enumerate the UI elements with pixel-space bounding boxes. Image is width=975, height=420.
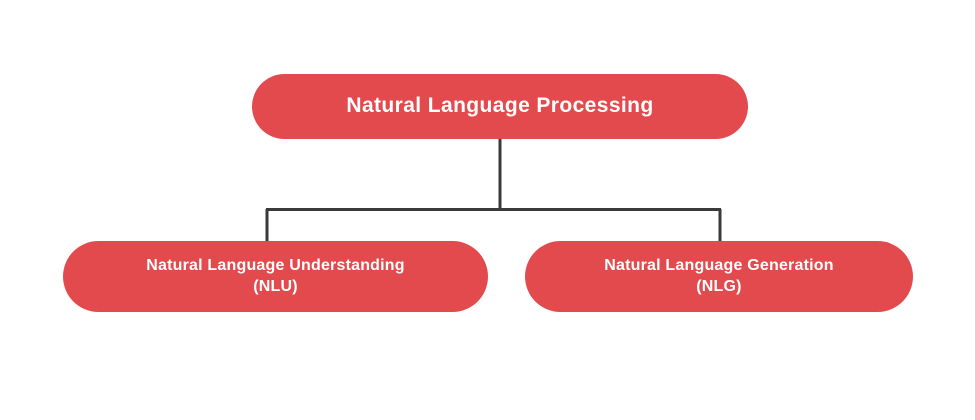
node-nlu-label: Natural Language Understanding (NLU): [146, 256, 404, 297]
node-natural-language-understanding[interactable]: Natural Language Understanding (NLU): [63, 241, 488, 312]
node-natural-language-processing[interactable]: Natural Language Processing: [252, 74, 748, 139]
node-nlg-abbreviation: (NLG): [696, 277, 742, 295]
node-natural-language-generation[interactable]: Natural Language Generation (NLG): [525, 241, 913, 312]
node-nlg-label: Natural Language Generation (NLG): [604, 256, 833, 297]
node-nlu-abbreviation: (NLU): [253, 277, 298, 295]
node-root-label: Natural Language Processing: [346, 94, 654, 118]
